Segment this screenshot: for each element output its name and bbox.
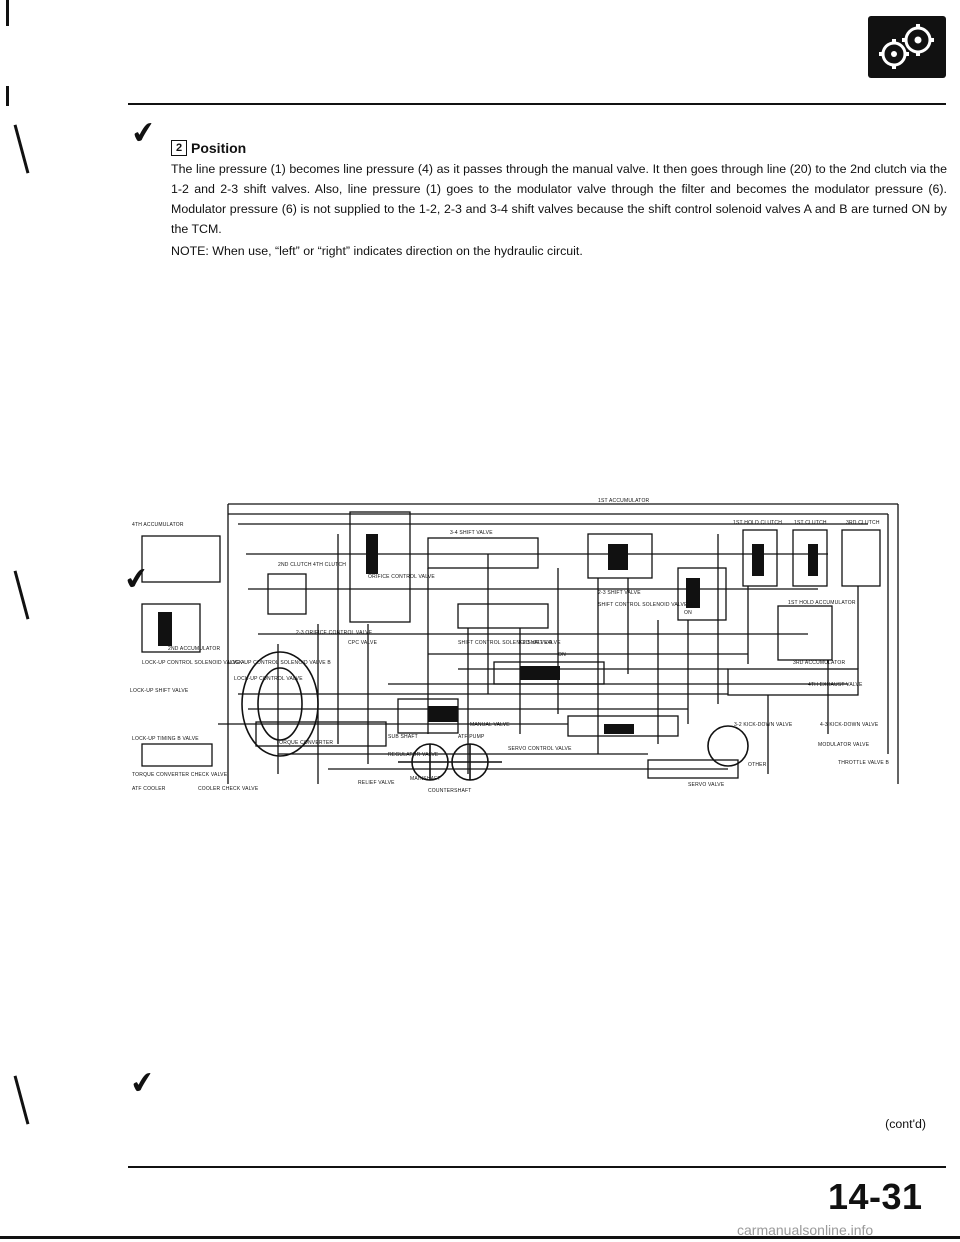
label-fourth-accumulator: 4TH ACCUMULATOR	[132, 522, 184, 528]
label-sub-shaft: SUB SHAFT	[388, 734, 418, 740]
label-cpc-valve: CPC VALVE	[348, 640, 378, 646]
label-orifice-control-valve: ORIFICE CONTROL VALVE	[368, 574, 435, 580]
label-second-accumulator: 2ND ACCUMULATOR	[168, 646, 220, 652]
label-fourth-exhaust-valve: 4TH EXHAUST VALVE	[808, 682, 863, 688]
label-first-hold-accumulator: 1ST HOLD ACCUMULATOR	[788, 600, 856, 606]
margin-tick	[13, 570, 30, 620]
section-title: Position	[191, 140, 247, 156]
label-shift-3-4-valve: 3-4 SHIFT VALVE	[450, 530, 493, 536]
label-servo-valve: SERVO VALVE	[688, 782, 725, 788]
label-atf-cooler: ATF COOLER	[132, 786, 166, 792]
transmission-gears-icon	[868, 16, 946, 78]
position-number-box: 2	[171, 140, 187, 156]
page-number: 14-31	[828, 1176, 923, 1217]
section-heading: 2 Position	[171, 140, 246, 156]
label-kickdown-3-2: 3-2 KICK-DOWN VALVE	[734, 722, 793, 728]
check-mark-icon: ✔	[128, 114, 159, 153]
section-note: NOTE: When use, “left” or “right” indica…	[171, 244, 583, 258]
label-on-a: ON	[558, 652, 566, 658]
label-lockup-control-solenoid-b: LOCK-UP CONTROL SOLENOID VALVE B	[228, 660, 331, 666]
label-first-accumulator: 1ST ACCUMULATOR	[598, 498, 650, 504]
section-body: The line pressure (1) becomes line press…	[171, 162, 947, 236]
label-relief-valve: RELIEF VALVE	[358, 780, 395, 786]
label-lockup-control-valve: LOCK-UP CONTROL VALVE	[234, 676, 303, 682]
label-lockup-control-solenoid-a: LOCK-UP CONTROL SOLENOID VALVE A	[142, 660, 245, 666]
label-atf-pump: ATF PUMP	[458, 734, 485, 740]
hydraulic-circuit-diagram: 1ST ACCUMULATOR 4TH ACCUMULATOR 1ST HOLD…	[130, 498, 899, 794]
label-cooler-check-valve: COOLER CHECK VALVE	[198, 786, 259, 792]
label-throttle-valve-b: THROTTLE VALVE B	[838, 760, 890, 766]
footer-rule	[128, 1166, 946, 1168]
check-mark-icon: ✔	[127, 1064, 158, 1103]
label-countershaft: COUNTERSHAFT	[428, 788, 472, 794]
label-fourth-clutch: 4TH CLUTCH	[313, 562, 346, 568]
label-manual-valve: MANUAL VALVE	[470, 722, 510, 728]
label-torque-converter-check: TORQUE CONVERTER CHECK VALVE	[132, 772, 228, 778]
label-modulator-valve: MODULATOR VALVE	[818, 742, 870, 748]
label-on-b: ON	[684, 610, 692, 616]
label-second-clutch: 2ND CLUTCH	[278, 562, 312, 568]
label-first-hold-clutch: 1ST HOLD CLUTCH	[733, 520, 782, 526]
label-servo-control-valve: SERVO CONTROL VALVE	[508, 746, 572, 752]
binding-mark	[6, 86, 9, 106]
label-torque-converter: TORQUE CONVERTER	[276, 740, 333, 746]
label-shift-2-3-valve: 2-3 SHIFT VALVE	[598, 590, 641, 596]
margin-tick	[13, 1075, 30, 1125]
label-first-clutch: 1ST CLUTCH	[794, 520, 827, 526]
label-shift-control-solenoid-b: SHIFT CONTROL SOLENOID VALVE B	[598, 602, 693, 608]
label-third-clutch: 3RD CLUTCH	[846, 520, 880, 526]
continued-label: (cont'd)	[885, 1117, 926, 1131]
page-bottom-line	[0, 1236, 960, 1239]
label-shift-control-solenoid-a: SHIFT CONTROL SOLENOID VALVE A	[458, 640, 553, 646]
label-lockup-shift-valve: LOCK-UP SHIFT VALVE	[130, 688, 189, 694]
label-other: OTHER	[748, 762, 767, 768]
label-regulator-valve: REGULATOR VALVE	[388, 752, 439, 758]
label-third-accumulator: 3RD ACCUMULATOR	[793, 660, 845, 666]
margin-tick	[13, 124, 30, 174]
watermark-text: carmanualsonline.info	[737, 1222, 874, 1238]
label-lockup-timing-b: LOCK-UP TIMING B VALVE	[132, 736, 199, 742]
label-mainshaft: MAINSHAFT	[410, 776, 441, 782]
label-shift-1-2-valve: 1-2 SHIFT VALVE	[518, 640, 561, 646]
header-rule	[128, 103, 946, 105]
label-orifice-control-2-3: 2-3 ORIFICE CONTROL VALVE	[296, 630, 373, 636]
label-kickdown-4-3: 4-3 KICK-DOWN VALVE	[820, 722, 879, 728]
binding-mark	[6, 0, 9, 26]
